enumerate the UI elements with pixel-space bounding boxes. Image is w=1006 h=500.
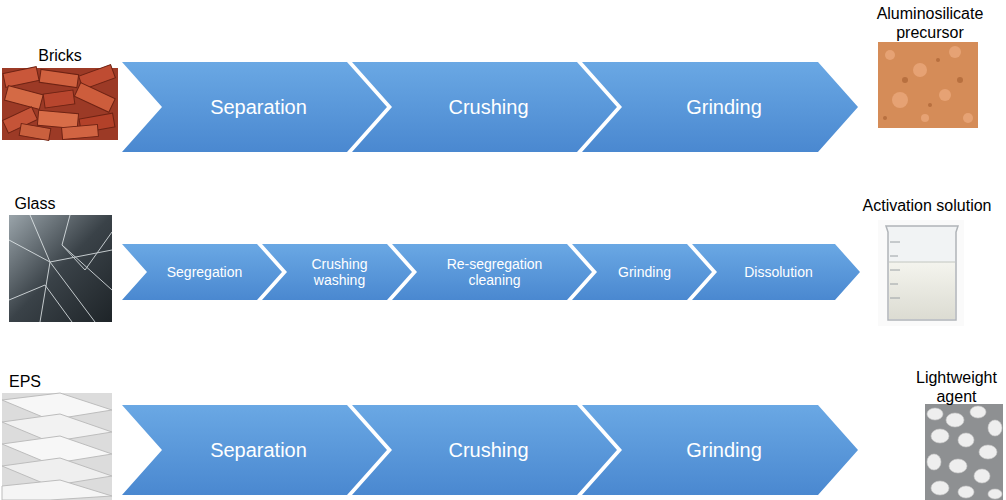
chevron-outline — [122, 405, 387, 495]
process-chevron: Dissolution — [692, 244, 860, 300]
chevron-outline — [572, 244, 712, 300]
chevron-outline — [352, 62, 617, 152]
process-chevron: Separation — [122, 62, 387, 152]
process-chevron: Segregation — [122, 244, 282, 300]
chevron-text-area: Separation — [122, 62, 387, 152]
process-chevron: Crushing — [352, 405, 617, 495]
chevron-outline — [582, 62, 858, 152]
powder-photo — [878, 42, 978, 128]
step-label: Crushing — [448, 439, 528, 462]
chevron-outline — [692, 244, 860, 300]
granules-photo — [925, 404, 1003, 500]
material-label: Glass — [5, 194, 65, 213]
step-label: Dissolution — [744, 264, 812, 280]
chevron-outline — [352, 405, 617, 495]
process-chevron: Grinding — [582, 62, 858, 152]
step-label: Crushing washing — [289, 256, 390, 288]
bricks-photo — [2, 65, 118, 141]
process-chevron: Re-segregation cleaning — [392, 244, 592, 300]
step-label: Separation — [210, 96, 307, 119]
material-label: Lightweight agent — [910, 368, 1003, 406]
chevron-outline — [392, 244, 592, 300]
material-label: Aluminosilicate precursor — [858, 4, 1002, 42]
chevron-text-area: Grinding — [572, 244, 712, 300]
process-chevron: Crushing washing — [262, 244, 412, 300]
process-chevron: Grinding — [572, 244, 712, 300]
chevron-text-area: Dissolution — [692, 244, 860, 300]
step-label: Grinding — [686, 96, 762, 119]
material-label: Activation solution — [852, 196, 1002, 215]
chevron-text-area: Crushing — [352, 405, 617, 495]
material-label: Bricks — [20, 46, 100, 65]
step-label: Crushing — [448, 96, 528, 119]
step-label: Re-segregation cleaning — [419, 256, 570, 288]
eps-photo — [2, 393, 112, 500]
chevron-outline — [122, 62, 387, 152]
beaker-photo — [878, 220, 964, 326]
step-label: Grinding — [618, 264, 671, 280]
step-label: Segregation — [167, 264, 243, 280]
chevron-text-area: Grinding — [582, 405, 858, 495]
material-label: EPS — [2, 372, 48, 391]
chevron-text-area: Grinding — [582, 62, 858, 152]
chevron-text-area: Separation — [122, 405, 387, 495]
glass-photo — [9, 215, 112, 322]
chevron-outline — [122, 244, 282, 300]
step-label: Grinding — [686, 439, 762, 462]
chevron-outline — [262, 244, 412, 300]
chevron-outline — [582, 405, 858, 495]
step-label: Separation — [210, 439, 307, 462]
chevron-text-area: Crushing washing — [262, 244, 412, 300]
process-chevron: Separation — [122, 405, 387, 495]
process-chevron: Grinding — [582, 405, 858, 495]
chevron-text-area: Re-segregation cleaning — [392, 244, 592, 300]
process-chevron: Crushing — [352, 62, 617, 152]
chevron-text-area: Crushing — [352, 62, 617, 152]
chevron-text-area: Segregation — [122, 244, 282, 300]
